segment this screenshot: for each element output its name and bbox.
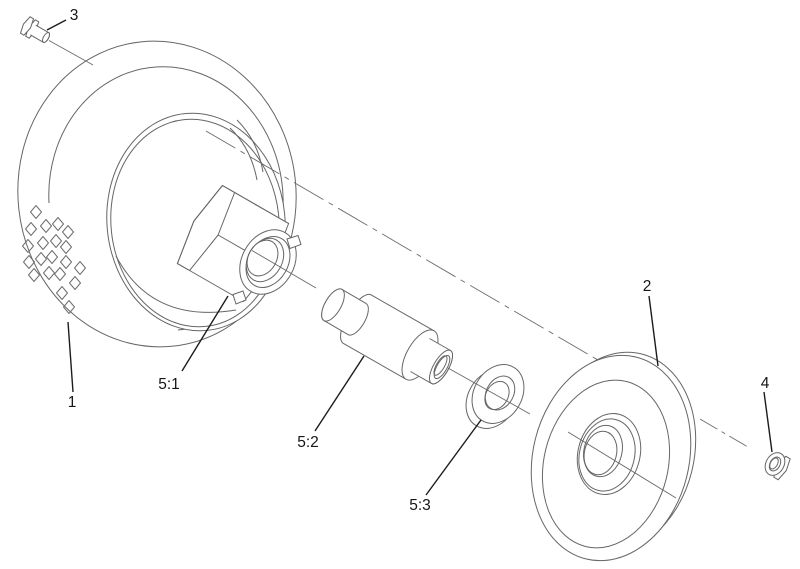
rim-hub-ring-outer <box>576 413 642 495</box>
part-bolt <box>19 16 94 66</box>
hex-hub-axis-line <box>251 250 317 289</box>
tire-inner-wall-arc <box>115 255 237 313</box>
rim-hub-bore <box>583 424 623 478</box>
callout-label-5-2: 5:2 <box>297 434 319 451</box>
bolt-shank-end <box>42 32 50 43</box>
leader-4 <box>763 391 773 453</box>
washer-axis-line <box>447 367 531 415</box>
spacer-tube-bore-inner <box>433 355 448 376</box>
callout-label-1: 1 <box>68 394 77 411</box>
tire-bead-highlight-arc-2 <box>236 119 264 173</box>
callout-label-3: 3 <box>70 7 79 24</box>
callout-label-2: 2 <box>643 278 652 295</box>
tire-opening-inner <box>110 118 280 328</box>
assembly-centerline-right <box>699 418 749 448</box>
callout-label-5-1: 5:1 <box>158 376 180 393</box>
leader-1 <box>67 321 74 393</box>
callout-leaders <box>46 19 773 496</box>
nut-bore-inner <box>769 457 779 470</box>
leader-5-3 <box>425 419 482 496</box>
callout-label-4: 4 <box>761 375 770 392</box>
rim-hub-ring-inner <box>578 418 636 492</box>
part-spacer <box>321 288 454 385</box>
bolt-axis-line <box>48 40 94 66</box>
spacer-tube-bore <box>433 354 451 380</box>
hex-hub-ridge-top <box>234 192 289 224</box>
leader-3 <box>46 19 67 31</box>
hex-hub-bore-inner <box>246 239 279 277</box>
rim-face-boundary <box>541 379 671 549</box>
hex-hub-tab-bottom <box>232 290 247 305</box>
part-washer <box>465 364 525 429</box>
bolt-head-front <box>19 16 35 36</box>
tire-bead-highlight-arc-1 <box>229 127 258 181</box>
leader-5-1 <box>181 295 229 372</box>
leader-2 <box>648 295 659 367</box>
hex-hub-tab-right <box>286 234 302 250</box>
assembly-centerline-left <box>205 130 616 371</box>
callout-label-5-3: 5:3 <box>409 497 431 514</box>
part-nut <box>764 452 791 481</box>
rim-axis-line <box>567 431 677 499</box>
rim-hub-bore-inner <box>583 430 618 476</box>
part-wheel-rim <box>530 351 697 562</box>
spacer-stub-end <box>321 288 345 322</box>
leader-5-2 <box>314 355 365 432</box>
part-hex-hub <box>176 184 317 305</box>
callout-labels: 3 1 5:1 5:2 5:3 2 4 <box>68 7 770 514</box>
